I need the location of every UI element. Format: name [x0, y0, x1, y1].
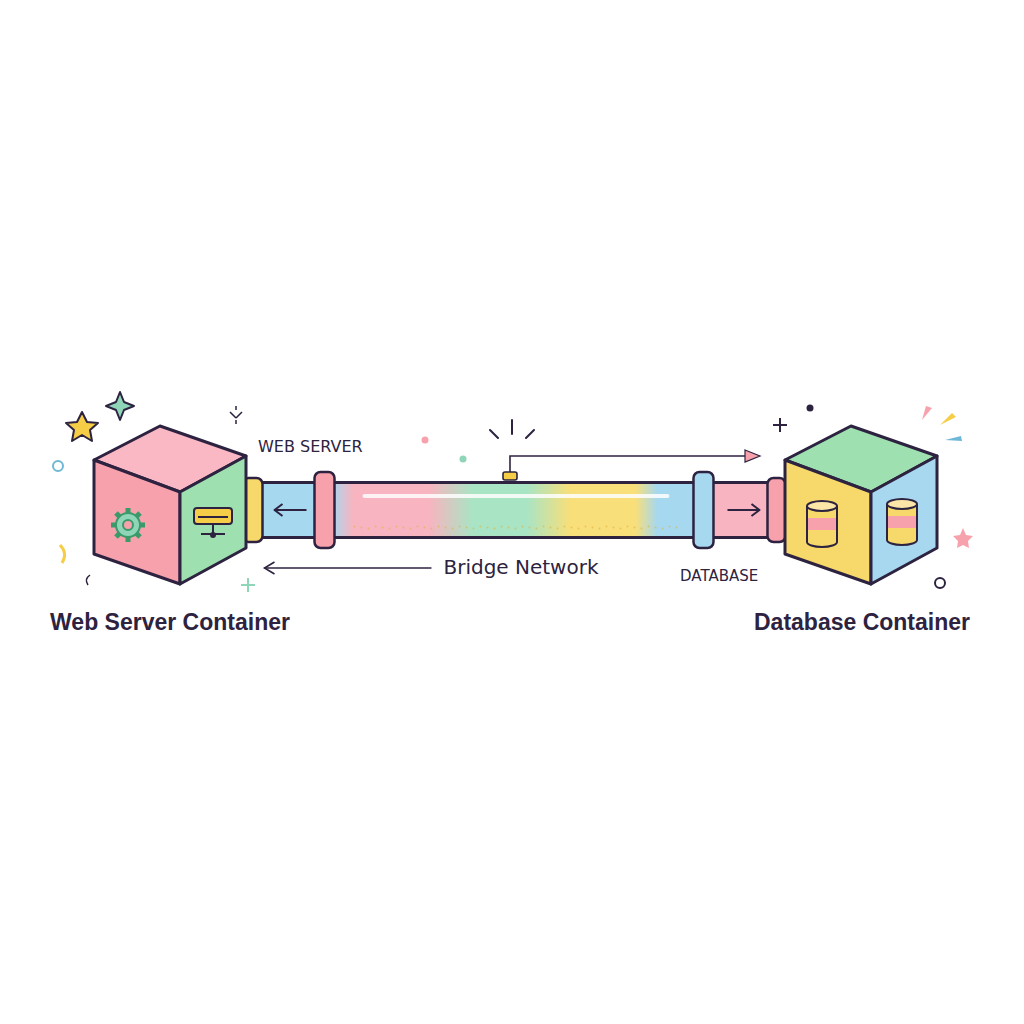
- container-cube: [88, 412, 253, 587]
- container-node: Database Container: [748, 412, 976, 636]
- container-name: Web Server Container: [44, 609, 296, 636]
- part-label: WEB SERVER: [254, 436, 367, 457]
- container-cube: [779, 412, 944, 587]
- network-label: Bridge Network: [439, 554, 602, 580]
- signal-leader: [503, 450, 760, 480]
- bridge-pipe: [243, 472, 788, 548]
- sparkles: [53, 392, 973, 592]
- container-name: Database Container: [748, 609, 976, 636]
- part-label: DATABASE: [676, 566, 762, 586]
- label-leader: [265, 562, 432, 574]
